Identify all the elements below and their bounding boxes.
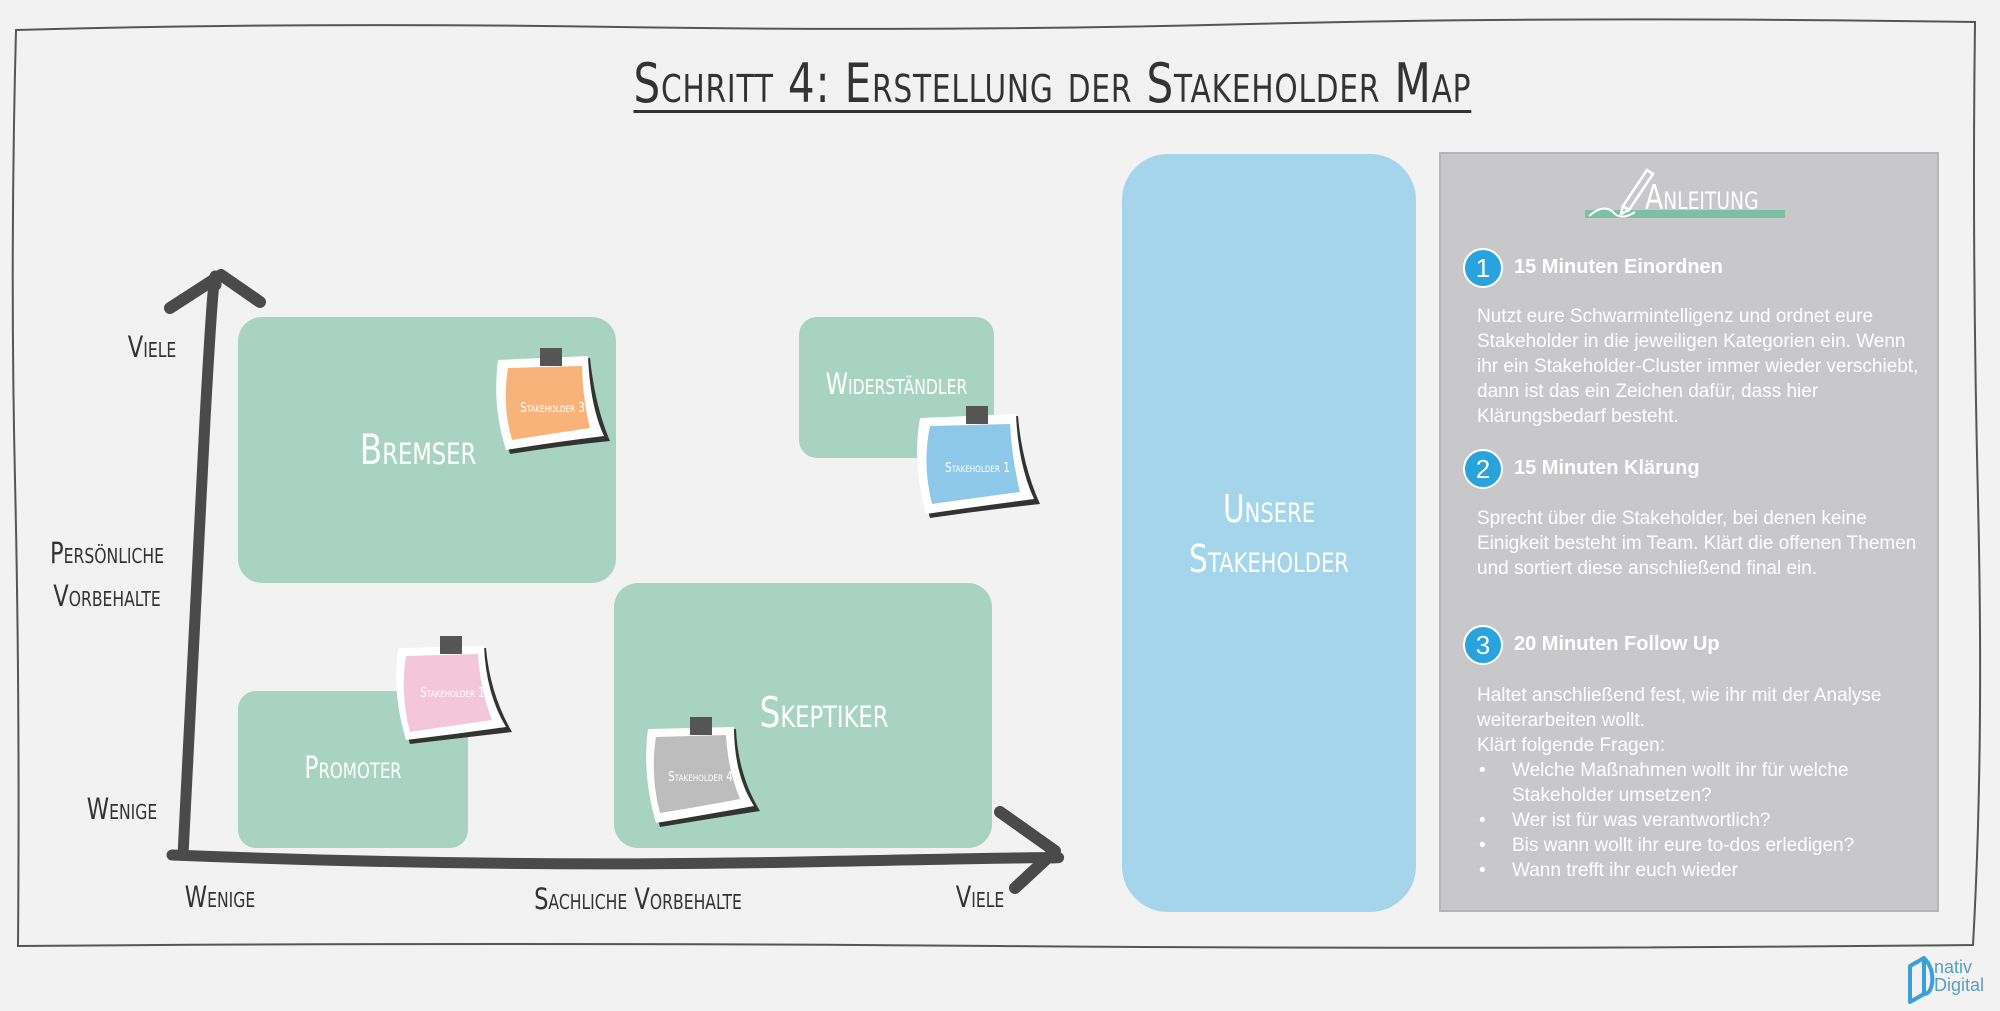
- note-shape: [917, 406, 1040, 518]
- y-axis-arrowhead: [164, 269, 266, 314]
- step-2-text: Sprecht über die Stakeholder, bei denen …: [1477, 508, 1917, 579]
- instructions-header: Anleitung: [1585, 166, 1790, 222]
- y-axis-title: Persönliche Vorbehalte: [41, 532, 174, 618]
- x-axis-title: Sachliche Vorbehalte: [534, 882, 742, 916]
- sticky-note[interactable]: Stakeholder 1: [390, 634, 515, 749]
- x-axis-arrowhead: [994, 806, 1061, 894]
- step-1-title: 15 Minuten Einordnen: [1514, 256, 1723, 278]
- note-shape: [646, 717, 760, 827]
- sticky-note-label: Stakeholder 3: [520, 401, 585, 416]
- note-shape: [496, 348, 610, 454]
- quadrant-promoter-label: Promoter: [304, 751, 402, 786]
- logo-text: nativ Digital: [1934, 958, 1984, 994]
- y-axis-line: [177, 270, 222, 861]
- logo-line1: nativ: [1934, 957, 1973, 977]
- pen-icon: [1585, 168, 1785, 218]
- step-1-badge: 1: [1463, 248, 1503, 288]
- step-3-question-list: Welche Maßnahmen wollt ihr für welche St…: [1477, 758, 1923, 883]
- step-3-text: Haltet anschließend fest, wie ihr mit de…: [1477, 683, 1923, 883]
- y-axis-title-line2: Vorbehalte: [53, 579, 161, 613]
- nativ-digital-logo: nativ Digital: [1906, 956, 1996, 1006]
- step-3-badge: 3: [1463, 625, 1503, 665]
- sticky-note-label: Stakeholder 1: [945, 461, 1010, 476]
- step-2-badge: 2: [1463, 449, 1503, 489]
- step-1-text: Nutzt eure Schwarmintelligenz und ordnet…: [1477, 306, 1919, 427]
- sticky-note[interactable]: Stakeholder 4: [638, 715, 763, 830]
- instructions-heading: Anleitung: [1645, 178, 1759, 218]
- list-item: Bis wann wollt ihr eure to-dos erledigen…: [1477, 833, 1923, 858]
- page-title: Schritt 4: Erstellung der Stakeholder Ma…: [633, 52, 1472, 115]
- logo-line2: Digital: [1934, 975, 1985, 995]
- x-axis-line: [166, 849, 1064, 870]
- step-2-title: 15 Minuten Klärung: [1514, 457, 1700, 479]
- x-axis-high-label: Viele: [955, 880, 1005, 914]
- y-axis-high-label: Viele: [127, 330, 177, 364]
- quadrant-skeptiker-label: Skeptiker: [759, 688, 889, 737]
- x-axis-low-label: Wenige: [184, 880, 256, 914]
- list-item: Wann trefft ihr euch wieder: [1477, 858, 1923, 883]
- note-shape: [396, 636, 512, 744]
- instructions-panel: Anleitung 1 15 Minuten Einordnen Nutzt e…: [1439, 152, 1939, 912]
- step-3-text-line2: Klärt folgende Fragen:: [1477, 735, 1666, 756]
- list-item: Wer ist für was verantwortlich?: [1477, 808, 1923, 833]
- stakeholders-column-line1: Unsere: [1222, 487, 1316, 531]
- logo-mark-icon: [1908, 956, 1935, 1004]
- step-3-title: 20 Minuten Follow Up: [1514, 633, 1720, 655]
- quadrant-widerstaendler-label: Widerständler: [825, 367, 968, 401]
- sticky-note[interactable]: Stakeholder 1: [910, 404, 1045, 524]
- list-item: Welche Maßnahmen wollt ihr für welche St…: [1477, 758, 1923, 808]
- sticky-note-label: Stakeholder 4: [668, 770, 733, 785]
- y-axis-low-label: Wenige: [86, 792, 158, 826]
- stakeholders-column[interactable]: Unsere Stakeholder: [1122, 154, 1416, 912]
- sticky-note-label: Stakeholder 1: [420, 686, 485, 701]
- step-3-text-line1: Haltet anschließend fest, wie ihr mit de…: [1477, 685, 1882, 731]
- y-axis-title-line1: Persönliche: [50, 536, 164, 570]
- sticky-note[interactable]: Stakeholder 3: [490, 346, 615, 461]
- stakeholders-column-line2: Stakeholder: [1189, 537, 1349, 581]
- quadrant-bremser-label: Bremser: [359, 425, 477, 474]
- stakeholders-column-label: Unsere Stakeholder: [1154, 484, 1383, 584]
